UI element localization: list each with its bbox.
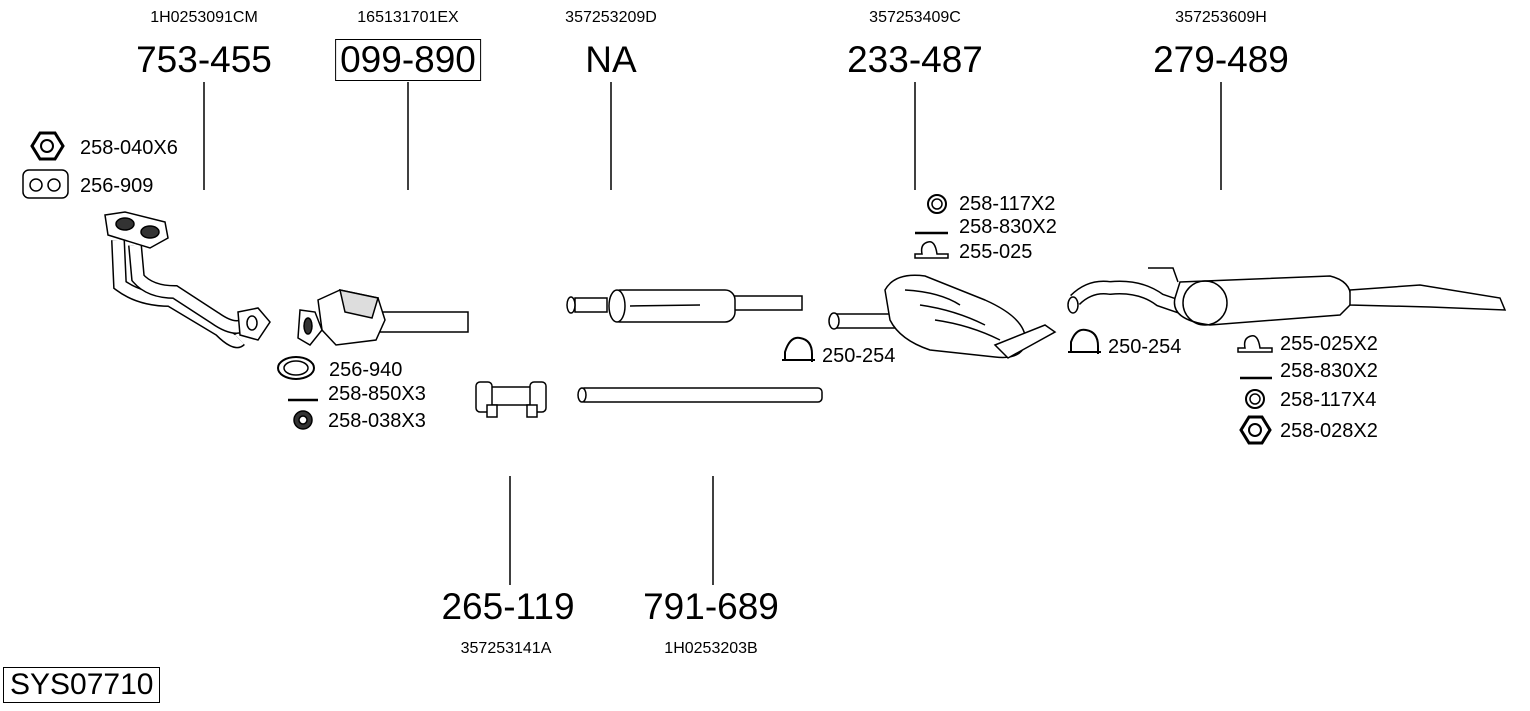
catalyst-drawing	[297, 289, 469, 346]
oe-number: 357253141A	[460, 640, 552, 657]
u-clamp-icon	[1068, 328, 1101, 354]
accessory-label[interactable]: 258-830X2	[1280, 360, 1378, 382]
accessory-label[interactable]: 258-038X3	[328, 410, 426, 432]
oe-number: 1H0253091CM	[150, 9, 258, 26]
oe-number: 165131701EX	[357, 9, 459, 26]
part-number-link-selected[interactable]: 099-890	[335, 39, 481, 81]
oe-number: 357253209D	[565, 9, 657, 26]
accessory-label[interactable]: 258-117X4	[1280, 389, 1377, 411]
rubber-mount-icon	[914, 241, 949, 259]
oe-number: 357253409C	[869, 9, 961, 26]
sleeve-drawing	[475, 381, 547, 418]
hex-nut-icon	[30, 131, 65, 161]
centre-silencer-drawing	[828, 274, 1057, 359]
hex-nut-icon	[1239, 415, 1272, 445]
front-silencer-drawing	[566, 289, 803, 323]
rubber-mount-icon	[1237, 335, 1273, 353]
part-number-link[interactable]: 791-689	[643, 586, 779, 627]
accessory-label[interactable]: 258-028X2	[1280, 420, 1378, 442]
part-number-link[interactable]: 233-487	[847, 39, 983, 80]
accessory-label[interactable]: 255-025	[959, 241, 1033, 263]
system-id-badge: SYS07710	[3, 667, 161, 703]
accessory-label[interactable]: 258-830X2	[959, 216, 1057, 238]
accessory-label[interactable]: 255-025X2	[1280, 333, 1378, 355]
front-pipe-drawing	[104, 211, 271, 349]
accessory-label[interactable]: 258-850X3	[328, 383, 426, 405]
part-number-link[interactable]: 279-489	[1153, 39, 1289, 80]
part-number-link[interactable]: 265-119	[441, 586, 575, 627]
accessory-label[interactable]: 258-117X2	[959, 193, 1056, 215]
rear-silencer-drawing	[1067, 267, 1507, 326]
u-clamp-icon	[782, 336, 815, 362]
part-number-link[interactable]: NA	[585, 39, 637, 80]
oe-number: 357253609H	[1175, 9, 1267, 26]
accessory-label[interactable]: 256-940	[329, 359, 403, 381]
accessory-label[interactable]: 250-254	[822, 345, 896, 367]
intermediate-pipe-drawing	[577, 387, 823, 403]
accessory-label[interactable]: 250-254	[1108, 336, 1182, 358]
oe-number: 1H0253203B	[664, 640, 758, 657]
accessory-label[interactable]: 258-040X6	[80, 137, 178, 159]
leader-lines	[203, 82, 1222, 585]
part-number-link[interactable]: 753-455	[136, 39, 272, 80]
accessory-label[interactable]: 256-909	[80, 175, 154, 197]
